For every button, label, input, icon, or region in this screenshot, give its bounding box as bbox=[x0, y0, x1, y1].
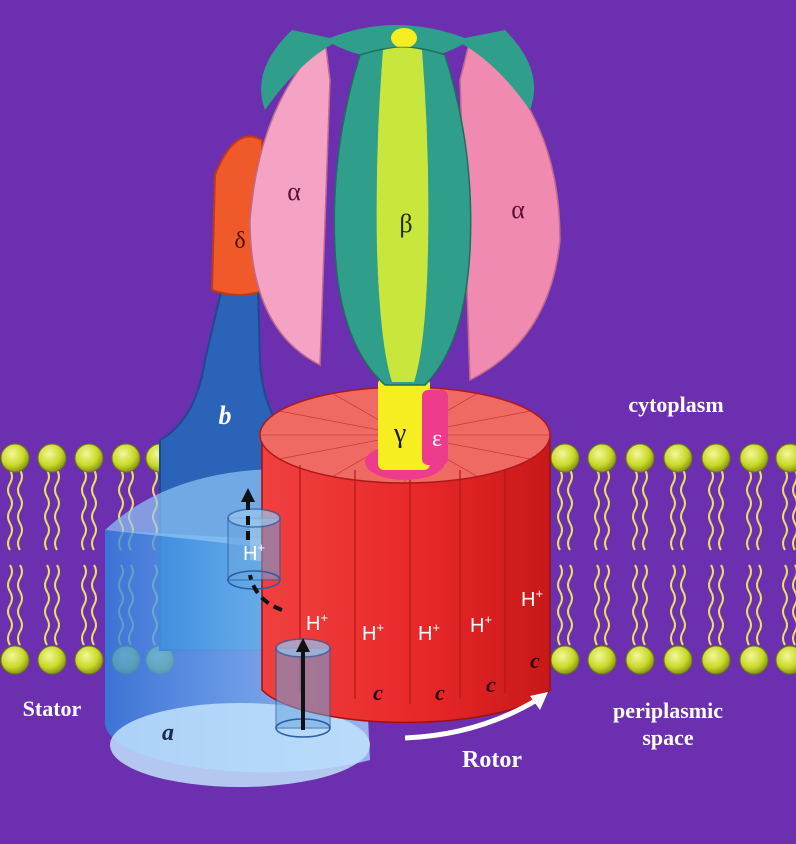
label-beta: β bbox=[399, 209, 412, 238]
label-c-2: c bbox=[435, 680, 445, 705]
lipid-head bbox=[111, 443, 141, 473]
label-delta: δ bbox=[234, 228, 245, 254]
lipid-head bbox=[0, 443, 30, 473]
lipid-head bbox=[0, 645, 30, 675]
proton-label-3: H+ bbox=[418, 620, 440, 645]
lipid-head bbox=[701, 645, 731, 675]
lipid-head bbox=[775, 443, 796, 473]
rotation-arrow bbox=[404, 695, 542, 741]
label-cytoplasm: cytoplasm bbox=[628, 392, 723, 417]
label-gamma: γ bbox=[393, 418, 406, 449]
top-cap-dot bbox=[391, 28, 417, 48]
lipid-head bbox=[587, 443, 617, 473]
label-b: b bbox=[219, 401, 232, 430]
proton-label-channel: H+ bbox=[243, 540, 265, 565]
lipid-head bbox=[37, 645, 67, 675]
lipid-head bbox=[587, 645, 617, 675]
alpha-left-lobe bbox=[249, 38, 331, 367]
label-c-3: c bbox=[486, 672, 496, 697]
lipid-head bbox=[775, 645, 796, 675]
label-alpha-left: α bbox=[287, 177, 301, 206]
arrowhead-upper bbox=[241, 488, 255, 502]
lipid-head bbox=[663, 443, 693, 473]
label-epsilon: ε bbox=[432, 426, 442, 452]
membrane-right bbox=[550, 443, 796, 675]
label-periplasmic: periplasmic bbox=[613, 698, 723, 723]
gamma-subunit bbox=[378, 378, 430, 470]
label-a: a bbox=[162, 720, 174, 746]
lipid-head bbox=[739, 443, 769, 473]
proton-label-1: H+ bbox=[306, 610, 328, 635]
lipid-head bbox=[550, 443, 580, 473]
lipid-head bbox=[550, 645, 580, 675]
lipid-head bbox=[739, 645, 769, 675]
label-c-1: c bbox=[373, 680, 383, 705]
lipid-head bbox=[625, 443, 655, 473]
proton-channel-upper bbox=[227, 508, 281, 590]
label-alpha-right: α bbox=[511, 195, 525, 224]
proton-label-5: H+ bbox=[521, 586, 543, 611]
arrowhead-lower bbox=[296, 638, 310, 652]
lipid-head bbox=[701, 443, 731, 473]
proton-label-4: H+ bbox=[470, 612, 492, 637]
proton-label-2: H+ bbox=[362, 620, 384, 645]
rotation-arrowhead bbox=[530, 692, 548, 710]
epsilon-subunit bbox=[422, 390, 448, 465]
lipid-head bbox=[37, 443, 67, 473]
beta-center-stripe bbox=[376, 47, 429, 382]
lipid-head bbox=[625, 645, 655, 675]
right-beta-rim bbox=[455, 30, 535, 110]
label-space: space bbox=[642, 725, 694, 750]
label-c-4: c bbox=[530, 648, 540, 673]
proton-arrow-dashed-lower bbox=[248, 574, 283, 612]
lipid-head bbox=[74, 443, 104, 473]
lipid-head bbox=[663, 645, 693, 675]
label-rotor: Rotor bbox=[462, 747, 522, 773]
proton-path-arrows bbox=[241, 488, 310, 730]
lipid-head bbox=[74, 645, 104, 675]
f1-head bbox=[249, 25, 561, 386]
label-stator: Stator bbox=[23, 696, 82, 721]
left-beta-rim bbox=[261, 30, 340, 110]
